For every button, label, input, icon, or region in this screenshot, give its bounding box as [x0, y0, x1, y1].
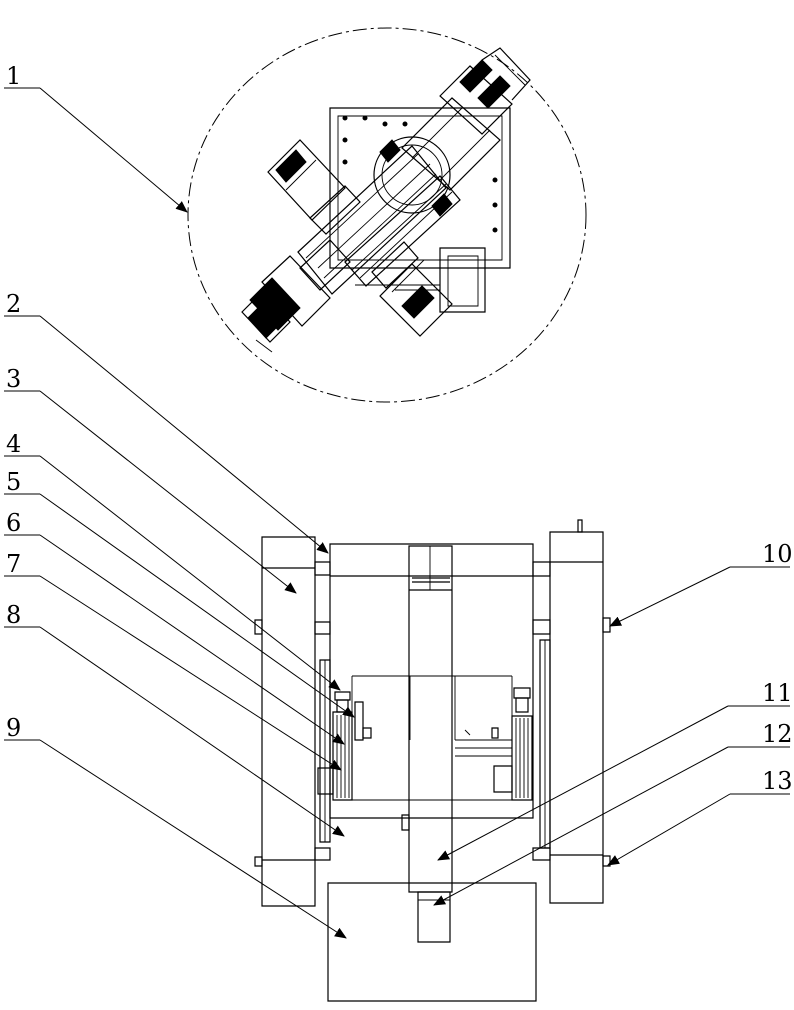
spindle-motor-upper — [402, 48, 530, 190]
gantry-frame — [330, 544, 533, 818]
rotated-column — [298, 137, 460, 294]
label-2: 2 — [6, 290, 21, 318]
label-3: 3 — [6, 365, 21, 393]
label-6: 6 — [6, 509, 21, 537]
label-8: 8 — [6, 601, 21, 629]
label-13: 13 — [762, 767, 793, 795]
label-11: 11 — [762, 679, 793, 707]
detail-view — [188, 28, 586, 402]
label-9: 9 — [6, 714, 21, 742]
main-view — [255, 520, 610, 1001]
label-7: 7 — [6, 550, 21, 578]
label-10: 10 — [762, 540, 793, 568]
label-4: 4 — [6, 430, 21, 458]
mounting-plate — [330, 108, 510, 312]
side-motor-left — [268, 140, 360, 234]
label-5: 5 — [6, 468, 21, 496]
label-1: 1 — [6, 62, 21, 90]
spindle-motor-lower — [242, 240, 350, 352]
left-linear-axis — [318, 692, 371, 800]
label-12: 12 — [762, 720, 793, 748]
